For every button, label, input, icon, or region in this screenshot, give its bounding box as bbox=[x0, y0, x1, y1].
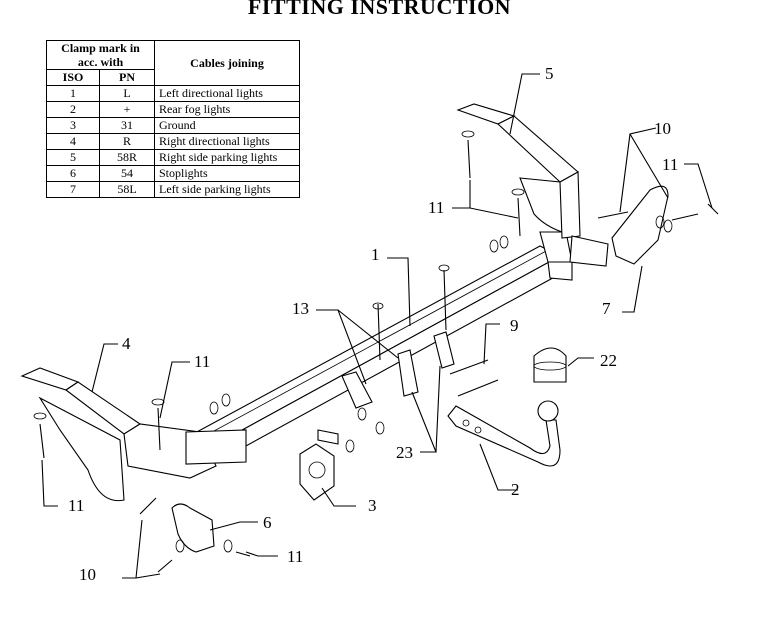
callout-6: 6 bbox=[263, 513, 272, 532]
legend-cable: Right directional lights bbox=[154, 133, 300, 150]
callout-5: 5 bbox=[545, 64, 554, 83]
nut-washer-set bbox=[33, 130, 673, 553]
callout-11-left-lower: 11 bbox=[68, 496, 84, 515]
callout-11-top-right: 11 bbox=[662, 155, 678, 174]
leader-lines bbox=[41, 73, 713, 579]
callout-13: 13 bbox=[292, 299, 309, 318]
callout-11-top-mid: 11 bbox=[428, 198, 444, 217]
lower-bracket-part bbox=[171, 503, 215, 553]
callout-11-left-upper: 11 bbox=[194, 352, 210, 371]
legend-pn: 58R bbox=[99, 149, 155, 166]
left-side-bracket-part bbox=[20, 367, 247, 502]
callout-2: 2 bbox=[511, 480, 520, 499]
clamp-legend-table: Clamp mark in acc. with Cables joining I… bbox=[46, 40, 300, 198]
legend-subheader-row: ISO PN bbox=[46, 69, 300, 86]
callout-23: 23 bbox=[396, 443, 413, 462]
mounting-plate-part bbox=[341, 331, 455, 409]
callout-3: 3 bbox=[368, 496, 377, 515]
callout-4: 4 bbox=[122, 334, 131, 353]
bolt-set bbox=[39, 139, 719, 573]
callout-10-top: 10 bbox=[654, 119, 671, 138]
callout-11-bottom: 11 bbox=[287, 547, 303, 566]
legend-cable: Rear fog lights bbox=[154, 101, 300, 118]
ball-cap-part bbox=[533, 347, 567, 383]
callout-7: 7 bbox=[602, 299, 611, 318]
callout-1: 1 bbox=[371, 245, 380, 264]
callout-22: 22 bbox=[600, 351, 617, 370]
right-plate-part bbox=[611, 185, 669, 265]
legend-cable: Right side parking lights bbox=[154, 149, 300, 166]
page-title: FITTING INSTRUCTION bbox=[247, 0, 512, 19]
right-side-bracket-part bbox=[456, 103, 609, 267]
legend-row: 2+Rear fog lights bbox=[46, 101, 300, 118]
callout-10-bottom: 10 bbox=[79, 565, 96, 584]
legend-header-pn: PN bbox=[99, 69, 155, 86]
socket-plate-part bbox=[299, 429, 339, 501]
crossbar-part bbox=[180, 231, 573, 471]
legend-header-row: Clamp mark in acc. with Cables joining bbox=[46, 40, 300, 86]
legend-iso: 7 bbox=[46, 181, 100, 198]
legend-cable: Left side parking lights bbox=[154, 181, 300, 198]
callout-9: 9 bbox=[510, 316, 519, 335]
tow-ball-arm-part bbox=[447, 400, 561, 467]
callout-labels: 1 2 3 4 5 6 7 9 10 10 11 11 11 11 11 13 … bbox=[68, 64, 678, 584]
legend-header-clamp: Clamp mark in acc. with bbox=[46, 40, 155, 70]
